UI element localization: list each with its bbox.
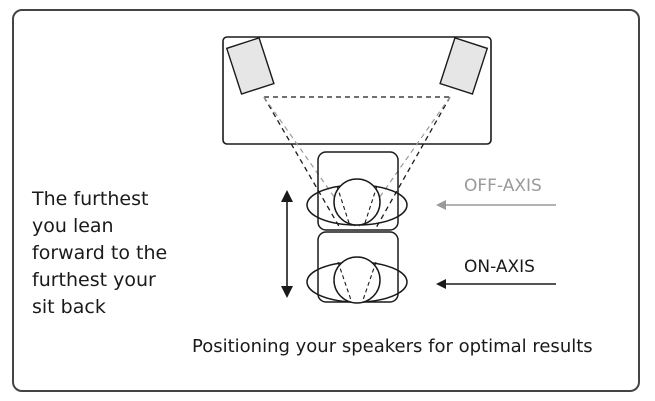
right-speaker [439, 36, 489, 95]
diagram-frame [12, 9, 640, 392]
caption-line: furthest your [32, 269, 156, 291]
caption-line: you lean [32, 215, 114, 237]
caption-line: The furthest [32, 188, 149, 210]
left-speaker [225, 36, 275, 95]
listening-triangle [263, 96, 451, 229]
listener-back [306, 231, 408, 304]
caption-line: sit back [32, 296, 106, 318]
caption-line: forward to the [32, 242, 168, 264]
range-arrow [281, 190, 293, 298]
listener-forward [306, 151, 408, 231]
figure-caption: Positioning your speakers for optimal re… [192, 336, 593, 357]
lean-range-caption: The furthest you lean forward to the fur… [32, 186, 182, 321]
on-axis-label: ON-AXIS [464, 257, 535, 277]
desk [222, 36, 492, 145]
off-axis-label: OFF-AXIS [464, 176, 542, 196]
